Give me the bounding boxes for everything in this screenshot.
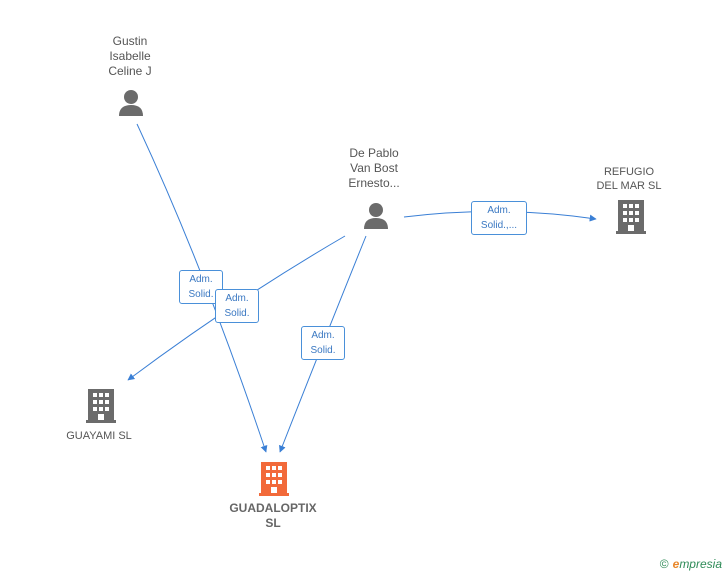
- edge-label-line: Solid.: [188, 289, 214, 300]
- brand-initial: e: [672, 557, 680, 571]
- brand-watermark: ©empresia: [660, 557, 722, 571]
- copyright-icon: ©: [659, 557, 669, 571]
- person-icon[interactable]: [119, 90, 143, 116]
- edge-label-depablo-guadaloptix[interactable]: Adm. Solid.: [301, 326, 345, 360]
- node-label-line: Isabelle: [109, 49, 151, 63]
- person-icon[interactable]: [364, 203, 388, 229]
- node-label-line: DEL MAR SL: [596, 180, 662, 192]
- node-label-line: Celine J: [108, 64, 152, 78]
- edge-label-line: Adm.: [311, 330, 335, 341]
- node-label-line: GUAYAMI SL: [66, 430, 132, 442]
- edge-label-line: Adm.: [487, 205, 511, 216]
- edge-label-line: Adm.: [189, 274, 213, 285]
- edge-label-line: Solid.: [310, 345, 336, 356]
- node-label-line: Van Bost: [350, 161, 398, 175]
- edge-label-line: Solid.: [224, 308, 250, 319]
- node-label-refugio[interactable]: REFUGIO DEL MAR SL: [569, 165, 689, 193]
- edge-label-depablo-refugio[interactable]: Adm. Solid.,...: [471, 201, 527, 235]
- edge-label-gustin-guadaloptix[interactable]: Adm. Solid.: [179, 270, 223, 304]
- brand-name: mpresia: [679, 557, 722, 571]
- node-label-line: SL: [265, 516, 281, 530]
- node-label-line: Ernesto...: [348, 176, 400, 190]
- building-icon[interactable]: [86, 389, 116, 423]
- building-icon[interactable]: [616, 200, 646, 234]
- building-icon[interactable]: [259, 462, 289, 496]
- node-label-line: Gustin: [112, 34, 148, 48]
- node-label-line: GUADALOPTIX: [229, 501, 317, 515]
- edge-label-line: Adm.: [225, 293, 249, 304]
- node-label-line: De Pablo: [349, 146, 399, 160]
- node-label-gustin[interactable]: Gustin Isabelle Celine J: [70, 34, 190, 79]
- node-label-guadaloptix[interactable]: GUADALOPTIX SL: [213, 501, 333, 531]
- edge-label-line: Solid.,...: [480, 220, 518, 231]
- node-label-line: REFUGIO: [603, 166, 655, 178]
- node-label-guayami[interactable]: GUAYAMI SL: [39, 429, 159, 443]
- edge-label-depablo-guayami[interactable]: Adm. Solid.: [215, 289, 259, 323]
- node-label-depablo[interactable]: De Pablo Van Bost Ernesto...: [314, 146, 434, 191]
